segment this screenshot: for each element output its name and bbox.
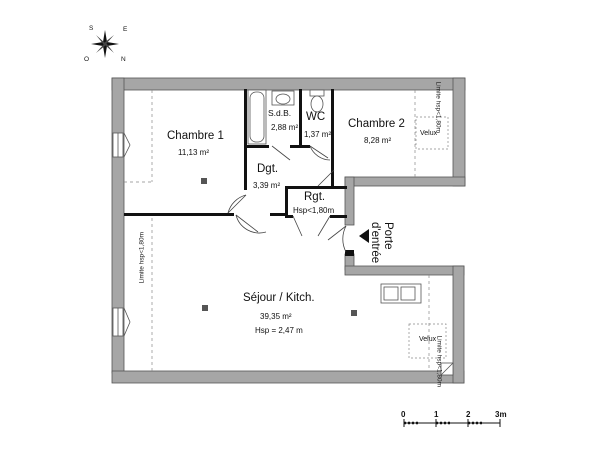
room-name-sdb: S.d.B. bbox=[268, 108, 292, 118]
limit-lines bbox=[124, 90, 430, 371]
entrance-label: Porte d'entrée bbox=[366, 222, 394, 274]
room-area-wc: 1,37 m² bbox=[304, 130, 332, 139]
room-height-sejour: Hsp = 2,47 m bbox=[255, 326, 303, 335]
room-name-chambre-2: Chambre 2 bbox=[348, 118, 405, 130]
room-name-rgt: Rgt. bbox=[304, 191, 326, 203]
scale-tick-2: 2 bbox=[466, 410, 471, 419]
room-name-chambre-1: Chambre 1 bbox=[167, 130, 224, 142]
room-area-chambre-1: 11,13 m² bbox=[178, 148, 209, 157]
stove-corner bbox=[440, 362, 454, 376]
limit-label-left: Limite hsp<1,80m bbox=[138, 232, 146, 284]
scale-bar bbox=[403, 419, 501, 427]
interior-walls bbox=[124, 89, 354, 256]
entrance-label-line2: d'entrée bbox=[369, 222, 381, 264]
compass-north-label: N bbox=[121, 56, 126, 63]
entrance-label-line1: Porte bbox=[382, 222, 394, 250]
compass-west-label: O bbox=[84, 56, 90, 63]
light-markers bbox=[201, 178, 357, 316]
exterior-walls bbox=[111, 77, 466, 384]
compass-east-label: E bbox=[123, 26, 128, 33]
entrance-arrow bbox=[359, 229, 369, 243]
velux-label-bottom: Velux bbox=[419, 336, 437, 343]
washbasin bbox=[271, 90, 295, 106]
compass-south-label: S bbox=[89, 25, 94, 32]
scale-tick-3: 3m bbox=[495, 410, 507, 419]
window-left-top bbox=[112, 132, 131, 158]
velux-label-top: Velux bbox=[420, 130, 438, 137]
room-note-rgt: Hsp<1,80m bbox=[293, 206, 335, 215]
limit-label-right-bottom: Limite hsp<1,80m bbox=[435, 335, 443, 388]
bathtub bbox=[247, 89, 267, 145]
compass-rose-icon bbox=[91, 30, 119, 58]
doors bbox=[227, 145, 347, 253]
room-area-chambre-2: 8,28 m² bbox=[364, 136, 392, 145]
room-name-wc: WC bbox=[306, 111, 326, 123]
kitchen-sink bbox=[380, 283, 422, 304]
velux-boxes bbox=[408, 116, 449, 359]
scale-tick-1: 1 bbox=[434, 410, 439, 419]
room-area-sdb: 2,88 m² bbox=[271, 123, 299, 132]
room-area-dgt: 3,39 m² bbox=[253, 181, 281, 190]
limit-label-right-top: Limite hsp<1,80m bbox=[434, 81, 442, 134]
room-name-sejour: Séjour / Kitch. bbox=[243, 292, 315, 304]
toilet bbox=[309, 89, 325, 113]
room-name-dgt: Dgt. bbox=[257, 163, 279, 175]
scale-tick-0: 0 bbox=[401, 410, 406, 419]
room-area-sejour: 39,35 m² bbox=[260, 312, 292, 321]
window-left-bottom bbox=[112, 307, 131, 337]
